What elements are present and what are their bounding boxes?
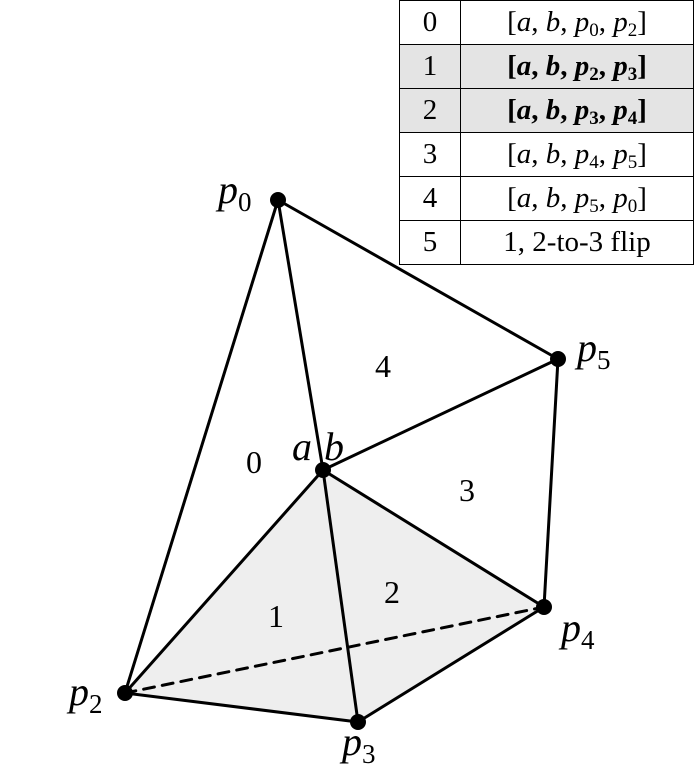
item-subscript: 0: [627, 196, 638, 217]
item-symbol: p: [613, 94, 628, 126]
item-symbol: p: [574, 182, 590, 214]
item-symbol: b: [545, 182, 561, 214]
row-index: 5: [399, 220, 461, 265]
item-subscript: 2: [589, 64, 599, 85]
edge-ab-p5: [321, 357, 560, 472]
region-label-4: 4: [375, 348, 391, 384]
label-p5: p5: [574, 325, 611, 375]
item-symbol: p: [574, 6, 590, 38]
row-content: [a, b, p4, p5]: [460, 132, 694, 177]
item-subscript: 5: [589, 196, 599, 217]
label-a: a: [292, 424, 312, 469]
item-subscript: 0: [589, 20, 599, 41]
region-label-3: 3: [459, 472, 475, 508]
edge-p3-p4: [356, 605, 546, 724]
item-symbol: a: [516, 182, 532, 214]
edge-ab-p3: [321, 468, 360, 724]
item-symbol: p: [574, 94, 590, 126]
item-symbol: p: [574, 138, 590, 170]
item-subscript: 3: [589, 108, 599, 129]
table-row: 3[a, b, p4, p5]: [399, 132, 694, 177]
row-content: [a, b, p3, p4]: [460, 88, 694, 133]
item-symbol: a: [516, 50, 532, 82]
vertex-ab: [315, 462, 331, 478]
edge-p0-ab: [276, 198, 325, 472]
item-symbol: a: [516, 94, 532, 126]
shaded-region: [125, 470, 544, 722]
edge-p0-p5: [276, 198, 560, 361]
region-label-2: 2: [384, 574, 400, 610]
edges: [123, 198, 560, 724]
row-index: 1: [399, 44, 461, 89]
vertex-p0: [270, 192, 286, 208]
item-symbol: b: [545, 50, 561, 82]
row-content: [a, b, p5, p0]: [460, 176, 694, 221]
edge-ab-p2: [123, 468, 325, 695]
row-content: [a, b, p2, p3]: [460, 44, 694, 89]
edge-ab-p4: [321, 468, 546, 609]
flip-table: 0[a, b, p0, p2]1[a, b, p2, p3]2[a, b, p3…: [399, 0, 694, 265]
label-b: b: [324, 424, 344, 469]
item-subscript: 4: [589, 152, 599, 173]
vertex-p3: [350, 714, 366, 730]
row-content: 1, 2-to-3 flip: [460, 220, 694, 265]
item-subscript: 2: [627, 20, 638, 41]
edge-p2-p4-dashed: [123, 605, 546, 695]
label-p3: p3: [339, 719, 376, 769]
item-symbol: b: [545, 6, 561, 38]
flip-table-body: 0[a, b, p0, p2]1[a, b, p2, p3]2[a, b, p3…: [399, 0, 694, 265]
row-content: [a, b, p0, p2]: [460, 0, 694, 45]
label-p2: p2: [66, 669, 103, 719]
row-index: 4: [399, 176, 461, 221]
item-symbol: p: [574, 50, 590, 82]
item-symbol: p: [613, 138, 628, 170]
label-p0: p0: [215, 167, 252, 217]
table-row: 1[a, b, p2, p3]: [399, 44, 694, 89]
row-index: 0: [399, 0, 461, 45]
item-subscript: 4: [627, 108, 638, 129]
item-symbol: p: [613, 50, 628, 82]
vertex-p4: [536, 599, 552, 615]
region-label-1: 1: [268, 598, 284, 634]
item-symbol: p: [613, 182, 628, 214]
item-subscript: 3: [627, 64, 638, 85]
vertices: [117, 192, 566, 730]
item-symbol: a: [516, 138, 532, 170]
edge-p2-p3: [123, 691, 360, 724]
table-row: 4[a, b, p5, p0]: [399, 176, 694, 221]
item-symbol: a: [516, 6, 532, 38]
vertex-p5: [550, 351, 566, 367]
vertex-p2: [117, 685, 133, 701]
item-subscript: 5: [627, 152, 638, 173]
item-symbol: b: [545, 138, 561, 170]
table-row: 2[a, b, p3, p4]: [399, 88, 694, 133]
label-p4: p4: [558, 605, 595, 655]
region-label-0: 0: [246, 444, 262, 480]
item-symbol: b: [545, 94, 561, 126]
table-row: 0[a, b, p0, p2]: [399, 0, 694, 45]
row-index: 3: [399, 132, 461, 177]
row-index: 2: [399, 88, 461, 133]
edge-p0-p2: [123, 198, 280, 695]
item-symbol: p: [613, 6, 628, 38]
edge-p5-p4: [542, 357, 560, 609]
